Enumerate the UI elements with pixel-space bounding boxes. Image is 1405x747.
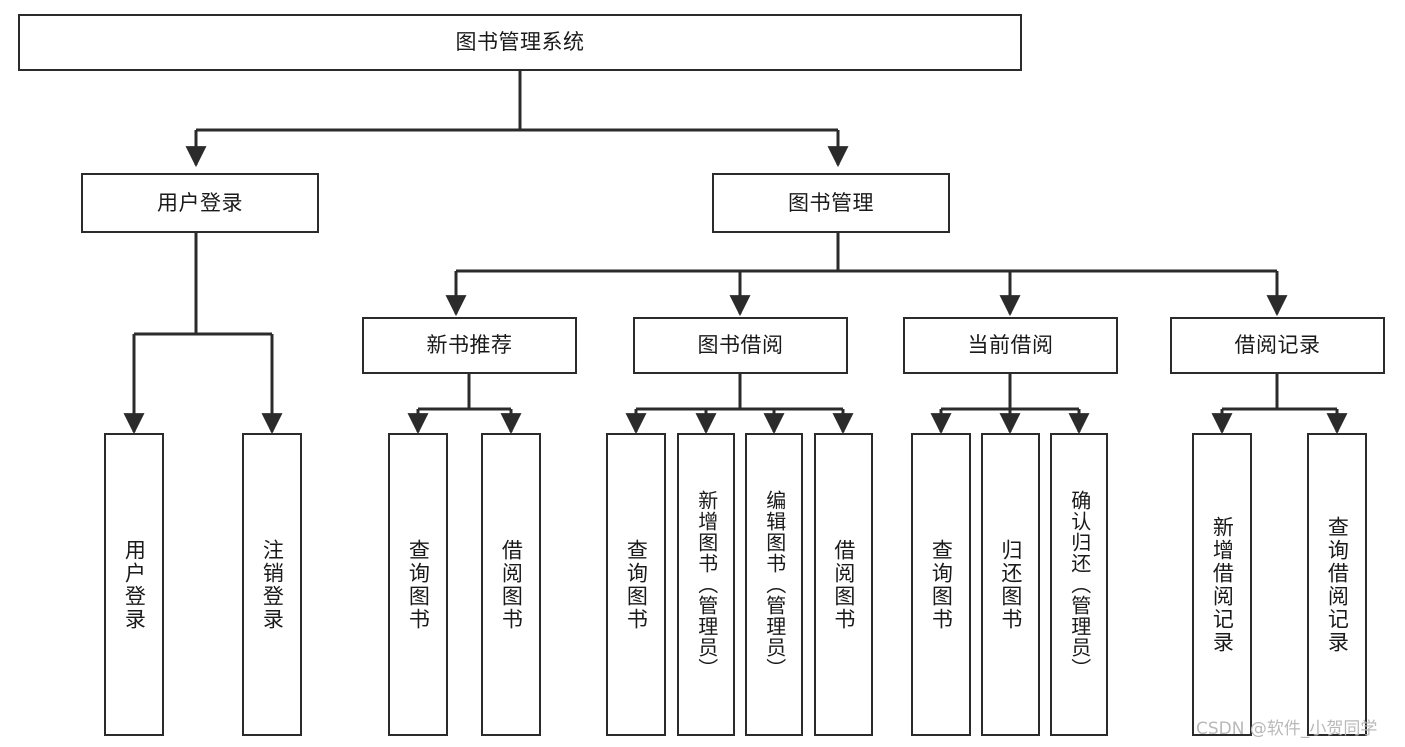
node-book-borrow-label: 图书借阅 [697,333,784,358]
node-root-label: 图书管理系统 [455,30,585,55]
node-leaf-edit-book-label: 编辑图书（管理员） [762,490,787,679]
node-leaf-user-login[interactable]: 用户登录 [104,433,164,736]
csdn-watermark: CSDN @软件_小贺同学 [1196,719,1378,739]
node-leaf-confirm-return[interactable]: 确认归还（管理员） [1050,433,1108,736]
node-new-book-recommend-label: 新书推荐 [426,333,513,358]
node-leaf-edit-book[interactable]: 编辑图书（管理员） [745,433,803,736]
node-book-management[interactable]: 图书管理 [712,173,950,233]
node-leaf-return-book[interactable]: 归还图书 [981,433,1040,736]
node-leaf-return-book-label: 归还图书 [998,538,1023,631]
node-leaf-add-record[interactable]: 新增借阅记录 [1192,433,1252,736]
node-leaf-query-book-1-label: 查询图书 [406,538,431,631]
node-new-book-recommend[interactable]: 新书推荐 [362,317,577,374]
node-borrow-record[interactable]: 借阅记录 [1170,317,1385,374]
node-borrow-record-label: 借阅记录 [1234,333,1321,358]
node-leaf-borrow-book-2-label: 借阅图书 [831,538,856,631]
node-leaf-query-book-3[interactable]: 查询图书 [911,433,971,736]
node-leaf-add-book-label: 新增图书（管理员） [694,490,719,679]
node-leaf-logout-login[interactable]: 注销登录 [242,433,302,736]
node-user-login[interactable]: 用户登录 [81,173,319,233]
node-leaf-query-book-3-label: 查询图书 [929,538,954,631]
node-leaf-user-login-label: 用户登录 [122,538,147,631]
node-leaf-add-book[interactable]: 新增图书（管理员） [677,433,735,736]
node-leaf-query-record[interactable]: 查询借阅记录 [1307,433,1367,736]
node-leaf-query-book-1[interactable]: 查询图书 [388,433,448,736]
node-leaf-borrow-book-1-label: 借阅图书 [499,538,524,631]
node-current-borrow-label: 当前借阅 [967,333,1054,358]
node-leaf-logout-login-label: 注销登录 [260,538,285,631]
node-leaf-borrow-book-2[interactable]: 借阅图书 [814,433,873,736]
node-book-management-label: 图书管理 [788,190,874,215]
node-leaf-confirm-return-label: 确认归还（管理员） [1067,490,1092,679]
node-leaf-query-book-2-label: 查询图书 [624,538,649,631]
node-leaf-query-book-2[interactable]: 查询图书 [606,433,666,736]
node-leaf-query-record-label: 查询借阅记录 [1325,515,1350,654]
node-book-borrow[interactable]: 图书借阅 [633,317,848,374]
node-current-borrow[interactable]: 当前借阅 [903,317,1118,374]
node-user-login-label: 用户登录 [157,190,243,215]
node-leaf-add-record-label: 新增借阅记录 [1210,515,1235,654]
node-root[interactable]: 图书管理系统 [18,14,1022,71]
node-leaf-borrow-book-1[interactable]: 借阅图书 [481,433,541,736]
